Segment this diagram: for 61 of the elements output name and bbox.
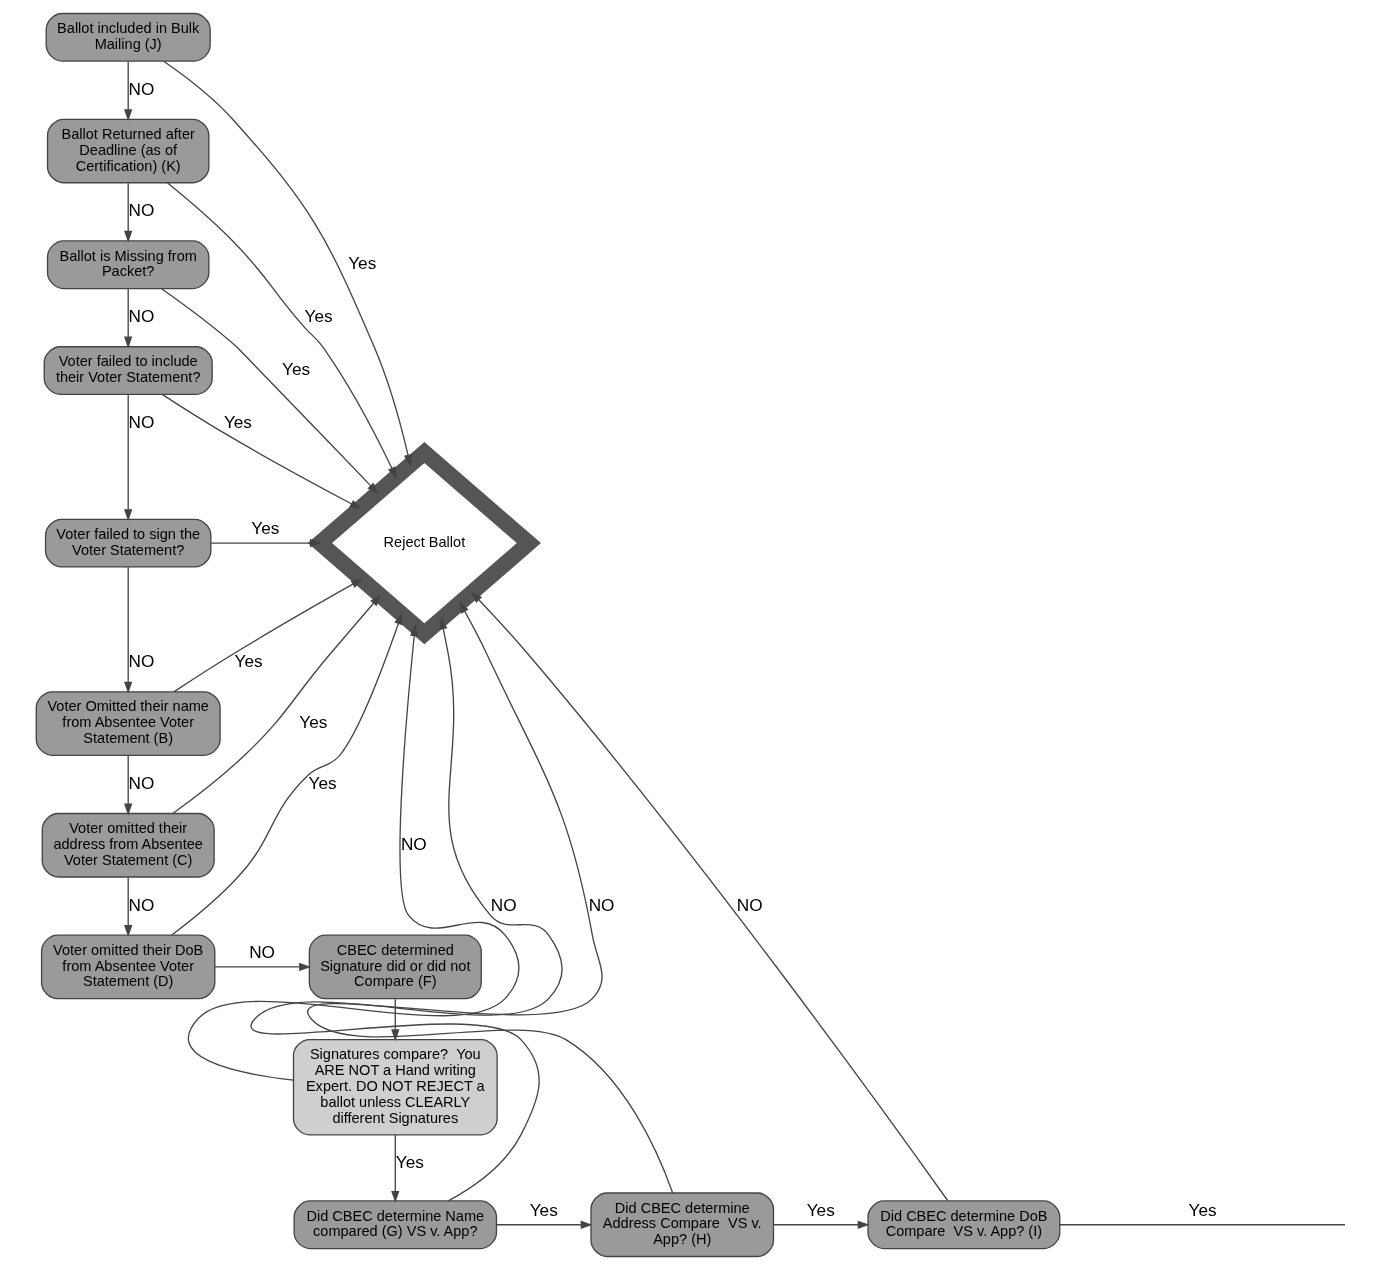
arrow	[123, 182, 132, 243]
edge-label: Yes	[223, 411, 252, 432]
node-box: CBEC determined Signature did or did not Compare (F)	[308, 934, 482, 1000]
arrow	[187, 624, 520, 1081]
node-box: Did CBEC determine DoB Compare VS v. App? (I)	[866, 1200, 1060, 1250]
arrow	[772, 1220, 870, 1229]
arrow	[170, 612, 402, 936]
edge-label: Yes	[308, 772, 337, 793]
node-box: Voter omitted their DoB from Absentee Voter Statement (D)	[40, 934, 215, 1000]
arrow	[123, 61, 132, 122]
node-box: Signatures compare? You ARE NOT a Hand writing Expert. DO NOT REJECT a ballot unless CLEARLY different Signatures	[292, 1038, 498, 1136]
arrow	[171, 594, 381, 814]
arrow	[470, 591, 948, 1202]
arrow	[390, 998, 399, 1042]
arrow	[173, 578, 363, 693]
arrow	[209, 538, 322, 548]
node-box: Did CBEC determine Name compared (G) VS v. App?	[292, 1200, 497, 1250]
edge-label: NO	[128, 200, 154, 221]
node-box: Voter failed to sign the Voter Statement?	[44, 518, 211, 568]
arrow	[213, 962, 311, 972]
node-box: Voter failed to include their Voter Statement?	[43, 346, 213, 395]
node-box: Did CBEC determine Address Compare VS v. App? (H)	[589, 1192, 774, 1258]
edge-label: NO	[128, 306, 154, 327]
node-box: Ballot is Missing from Packet?	[46, 240, 209, 290]
arrow	[123, 288, 132, 349]
edge-label: Yes	[529, 1200, 558, 1221]
edge-label: NO	[128, 651, 154, 672]
node-box: Voter Omitted their name from Absentee Voter Statement (B)	[35, 691, 221, 756]
arrow	[166, 182, 397, 479]
arrow	[495, 1220, 593, 1229]
node-box: Voter omitted their address from Absentee Voter Statement (C)	[41, 812, 215, 878]
node-box: Ballot included in Bulk Mailing (J)	[45, 12, 211, 62]
arrow	[161, 393, 362, 510]
arrow	[160, 288, 379, 495]
edge-label: NO	[248, 942, 275, 963]
edge-label: Yes	[298, 712, 327, 733]
edge-label: NO	[128, 78, 154, 99]
arrow	[249, 617, 563, 1202]
edge-label: Yes	[250, 518, 279, 539]
arrow	[162, 60, 412, 467]
arrow	[123, 754, 132, 816]
edge-label: Yes	[395, 1152, 424, 1173]
edge-label: NO	[128, 411, 154, 432]
edge-label: Yes	[281, 359, 310, 380]
edge-label: Yes	[1188, 1200, 1217, 1221]
edge-label: NO	[400, 833, 427, 854]
edge-label: NO	[588, 894, 614, 915]
arrow	[123, 566, 132, 694]
edge-label: Yes	[304, 306, 333, 327]
edge-label: Yes	[234, 651, 263, 672]
arrow	[123, 393, 132, 522]
connector	[1058, 1224, 1346, 1226]
arrow	[123, 876, 132, 938]
edge-label: NO	[128, 894, 154, 915]
edge-label: Yes	[347, 253, 376, 274]
arrow	[390, 1134, 399, 1203]
edge-label: Yes	[806, 1200, 835, 1221]
edge-label: NO	[490, 894, 517, 915]
edge-label: NO	[736, 894, 763, 915]
edge-label: NO	[128, 772, 154, 793]
node-box: Ballot Returned after Deadline (as of Certification) (K)	[46, 118, 209, 184]
